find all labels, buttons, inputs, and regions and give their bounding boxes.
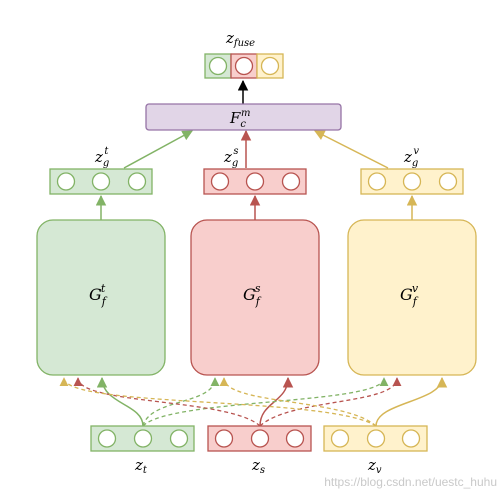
label-gf-s: Gfs [243, 282, 262, 308]
fusion-edges [123, 79, 389, 169]
vector-cell [367, 172, 387, 191]
edge-zt-to-gt [96, 376, 144, 427]
label-z-v: zv [367, 456, 382, 476]
vector-cell [127, 172, 147, 191]
vector-cell [169, 429, 189, 448]
edge-zs-to-gt-dashed [73, 377, 261, 427]
label-gf-t: Gft [89, 282, 108, 308]
label-zg-s: zgs [223, 146, 238, 169]
edge-zt-to-gv-dashed [142, 377, 389, 427]
label-gf-v: Gfv [400, 282, 419, 308]
encoder-block-v [347, 219, 477, 376]
vector-cell [214, 429, 234, 448]
label-z-s: zs [251, 456, 265, 476]
input-vector-s [207, 425, 312, 452]
vector-cell [245, 172, 265, 191]
edge-zv-to-gs-dashed [219, 377, 377, 427]
label-z-t: zt [134, 456, 148, 476]
input-vector-t [90, 425, 195, 452]
edge-zv-to-gv [375, 376, 448, 427]
encoder-block-t [36, 219, 166, 376]
edge-zgv-to-fusion [314, 130, 389, 169]
vector-cell [208, 56, 228, 76]
label-fusion: Fcm [229, 108, 251, 130]
vector-cell [438, 172, 458, 191]
edge-zt-to-gs-dashed [142, 377, 220, 427]
vector-cell [97, 429, 117, 448]
label-zg-t: zgt [94, 146, 109, 169]
vector-cell [402, 172, 422, 191]
edge-zv-to-gt-dashed [59, 377, 377, 427]
vector-cell [210, 172, 230, 191]
encoder-edges [95, 194, 418, 220]
vector-cell [133, 429, 153, 448]
watermark-text: https://blog.csdn.net/uestc_huhu [324, 475, 497, 489]
vector-cell [250, 429, 270, 448]
mid-vector-s [203, 168, 307, 195]
mid-vector-v [360, 168, 464, 195]
label-z-fuse: zfuse [225, 29, 255, 49]
vector-cell [330, 429, 350, 448]
vector-cell [260, 56, 280, 76]
vector-cell [366, 429, 386, 448]
vector-cell [91, 172, 111, 191]
vector-cell [285, 429, 305, 448]
edge-zgt-to-fusion [123, 130, 193, 169]
mid-vector-t [49, 168, 153, 195]
vector-cell [401, 429, 421, 448]
fused-vector [204, 53, 284, 79]
input-vector-v [323, 425, 428, 452]
vector-cell [234, 56, 254, 76]
vector-cell [281, 172, 301, 191]
vector-cell [56, 172, 76, 191]
edge-zs-to-gv-dashed [259, 377, 402, 427]
label-zg-v: zgv [403, 146, 419, 169]
input-edges [59, 376, 448, 427]
encoder-block-s [190, 219, 320, 376]
fusion-block [145, 103, 342, 131]
